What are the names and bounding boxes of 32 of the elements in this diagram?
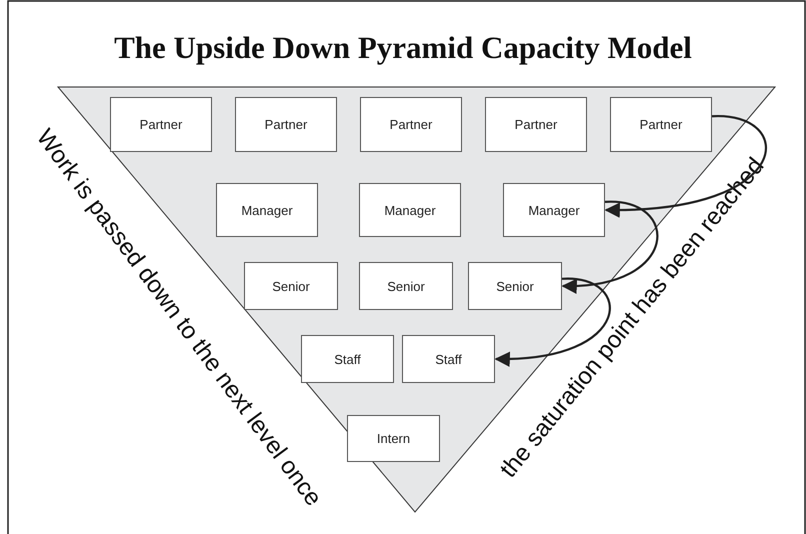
role-box <box>468 262 562 310</box>
role-box <box>610 97 712 152</box>
role-label: Senior <box>387 278 425 294</box>
role-label: Manager <box>384 202 436 218</box>
role-label: Manager <box>528 202 580 218</box>
role-label: Senior <box>496 278 534 294</box>
role-label: Staff <box>435 352 462 366</box>
role-box <box>485 97 587 152</box>
role-box <box>110 97 212 152</box>
role-box <box>359 262 453 310</box>
role-box <box>216 183 318 237</box>
curved-arrow <box>604 115 767 218</box>
role-box <box>359 183 461 237</box>
role-box <box>402 335 495 383</box>
role-label: Partner <box>140 117 182 132</box>
role-label: Staff <box>334 352 361 366</box>
role-box <box>301 335 394 383</box>
role-box <box>360 97 462 152</box>
role-label: Manager <box>241 202 293 218</box>
diagram-title: The Upside Down Pyramid Capacity Model <box>113 30 693 66</box>
role-box <box>503 183 605 237</box>
role-label: Partner <box>514 117 558 132</box>
role-label: Senior <box>272 278 310 294</box>
role-box <box>235 97 337 152</box>
role-box <box>244 262 338 310</box>
role-label: Partner <box>390 117 432 132</box>
role-box <box>347 415 440 462</box>
curved-arrow <box>561 200 658 294</box>
curved-arrow <box>494 278 611 366</box>
role-label: Intern <box>376 431 410 446</box>
role-label: Partner <box>264 117 308 132</box>
role-label: Partner <box>640 117 682 132</box>
